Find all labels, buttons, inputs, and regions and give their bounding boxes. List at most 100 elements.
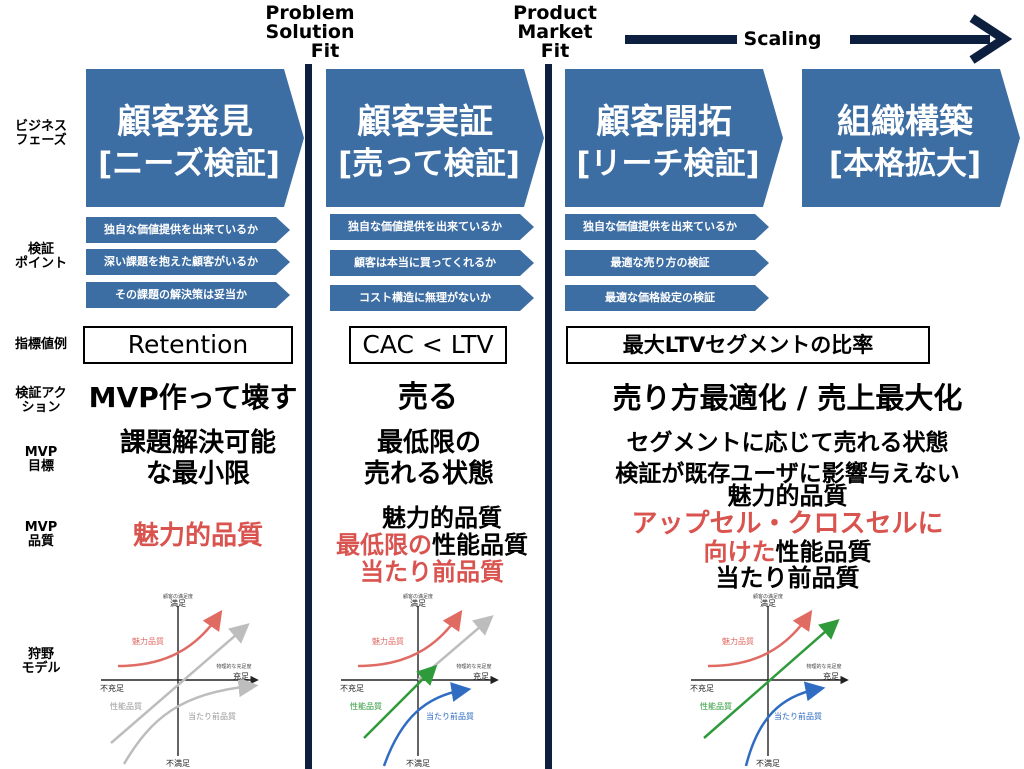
mvp-goal-1-line1: 課題解決可能 xyxy=(119,428,276,458)
mvp-quality-3-line4: 当たり前品質 xyxy=(715,564,860,592)
point-2-2-shape xyxy=(330,250,534,276)
point-2-1-shape xyxy=(330,214,534,240)
kano2-performance-upper xyxy=(417,615,494,681)
kano1-bottom: 不満足 xyxy=(166,759,190,768)
mvp-quality-2-line2-red: 最低限の xyxy=(336,531,432,559)
header-psf-line3: Fit xyxy=(310,40,340,62)
kano1-top: 満足 xyxy=(170,599,186,608)
kano2-top: 満足 xyxy=(410,599,426,608)
point-2-1-label: 独自な価値提供を出来ているか xyxy=(348,220,502,233)
point-1-2-label: 深い課題を抱えた顧客がいるか xyxy=(104,255,258,268)
rowlabel-phase-1: ビジネス xyxy=(14,119,67,134)
point-3-3-shape xyxy=(565,285,769,311)
kano2-mustbe-label: 当たり前品質 xyxy=(426,711,474,721)
action-3: 売り方最適化 / 売上最大化 xyxy=(612,381,963,415)
point-3-3-label: 最適な価格設定の検証 xyxy=(605,291,715,304)
phase-sub-1: [ニーズ検証] xyxy=(98,146,280,182)
rowlabel-points-1: 検証 xyxy=(27,242,54,257)
mvp-quality-1: 魅力的品質 xyxy=(132,521,263,551)
header-psf-line2: Solution xyxy=(265,21,355,43)
point-1-1-shape xyxy=(86,217,290,243)
scaling-arrow-right-bar xyxy=(850,35,990,44)
action-1: MVP作って壊す xyxy=(88,381,298,414)
kano3-attractive-label: 魅力品質 xyxy=(722,636,754,646)
rowlabel-points-2: ポイント xyxy=(14,256,67,271)
rowlabel-metric-1: 指標値例 xyxy=(14,337,67,352)
rowlabel-mvp-quality-2: 品質 xyxy=(27,534,54,549)
kano2-bottom: 不満足 xyxy=(406,759,430,768)
kano2-performance-line xyxy=(363,664,438,739)
kano1-attractive-curve xyxy=(117,609,223,668)
rowlabel-action-2: ション xyxy=(21,400,61,415)
rowlabel-phase-2: フェーズ xyxy=(15,133,67,148)
rowlabel-mvp-quality: MVP 品質 xyxy=(4,521,78,549)
mvp-quality-3-line1: 魅力的品質 xyxy=(727,482,848,510)
action-2: 売る xyxy=(398,380,458,415)
kano1-right-small: 物理的な充足度 xyxy=(216,663,251,670)
phase-chevron-2-shape xyxy=(326,69,544,207)
mvp-goal-3: セグメントに応じて売れる状態 検証が既存ユーザに影響与えない xyxy=(555,428,1020,490)
header-pmf: Product Market Fit xyxy=(500,4,610,61)
scaling-arrow-head xyxy=(969,14,1013,64)
mvp-quality-3-line3: 向けた性能品質 xyxy=(555,539,1020,565)
kano-diagram-3: 顧客の満足度 満足 物理的な充足度 充足 不充足 不満足 魅力品質 性能品質 当… xyxy=(690,593,849,768)
kano1-left: 不充足 xyxy=(100,683,124,693)
kano2-performance-label: 性能品質 xyxy=(350,701,382,711)
kano3-performance-line xyxy=(703,619,840,739)
phase-chevron-3: 顧客開拓 [リーチ検証] xyxy=(565,69,783,207)
mvp-goal-2: 最低限の 売れる状態 xyxy=(315,428,543,490)
phase-chevron-1: 顧客発見 [ニーズ検証] xyxy=(86,69,304,207)
point-2-2-label: 顧客は本当に買ってくれるか xyxy=(353,256,497,269)
kano3-top-small: 顧客の満足度 xyxy=(753,593,783,600)
header-pmf-line1: Product xyxy=(513,2,597,24)
mvp-goal-1: 課題解決可能 な最小限 xyxy=(92,428,304,490)
point-2-3-shape xyxy=(330,285,534,311)
mvp-quality-3-line3-red: 向けた xyxy=(703,538,776,566)
phase-title-1: 顧客発見 xyxy=(117,102,253,142)
divider-pmf xyxy=(545,64,552,769)
kano3-right: 充足 xyxy=(823,671,839,681)
header-psf: Problem Solution Fit xyxy=(255,4,365,61)
rowlabel-action: 検証アク ション xyxy=(4,387,78,415)
phase-chevron-1-shape xyxy=(86,69,304,207)
kano2-attractive-label: 魅力品質 xyxy=(372,636,404,646)
kano3-attractive-curve xyxy=(707,609,813,668)
kano2-left: 不充足 xyxy=(340,683,364,693)
header-psf-line1: Problem xyxy=(265,2,355,24)
point-3-1-label: 独自な価値提供を出来ているか xyxy=(583,220,737,233)
phase-sub-4: [本格拡大] xyxy=(828,146,982,182)
mvp-quality-3-line3-black: 性能品質 xyxy=(775,538,872,566)
mvp-goal-2-line2: 売れる状態 xyxy=(363,459,494,489)
kano1-performance-line xyxy=(110,623,250,744)
rowlabel-phase: ビジネス フェーズ xyxy=(4,120,78,148)
phase-title-3: 顧客開拓 xyxy=(596,102,732,142)
kano1-attractive-label: 魅力品質 xyxy=(132,636,164,646)
header-scaling: Scaling xyxy=(743,28,822,50)
kano2-top-small: 顧客の満足度 xyxy=(403,593,433,600)
scaling-arrow xyxy=(625,14,1013,64)
rowlabel-mvp-goal-1: MVP xyxy=(24,445,58,460)
header-pmf-line3: Fit xyxy=(540,40,570,62)
mvp-goal-3-line1: セグメントに応じて売れる状態 xyxy=(626,430,949,456)
kano3-mustbe-curve xyxy=(744,681,826,767)
rowlabel-mvp-quality-1: MVP xyxy=(24,520,58,535)
header-pmf-line2: Market xyxy=(517,21,593,43)
kano2-attractive-curve xyxy=(357,609,463,668)
point-1-3-label: その課題の解決策は妥当か xyxy=(115,288,247,301)
kano3-bottom: 不満足 xyxy=(756,759,780,768)
point-1-2-shape xyxy=(86,249,290,275)
rowlabel-mvp-goal: MVP 目標 xyxy=(4,446,78,474)
point-2-3-label: コスト構造に無理がないか xyxy=(359,291,491,304)
kano3-right-small: 物理的な充足度 xyxy=(806,663,841,670)
mvp-quality-2-line2-black: 性能品質 xyxy=(432,531,528,559)
rowlabel-mvp-goal-2: 目標 xyxy=(27,459,54,474)
point-3-2-label: 最適な売り方の検証 xyxy=(610,256,710,269)
point-1-3-shape xyxy=(86,282,290,308)
phase-chevron-3-shape xyxy=(565,69,783,207)
kano1-mustbe-label: 当たり前品質 xyxy=(188,711,236,721)
rowlabel-metric: 指標値例 xyxy=(4,338,78,352)
phase-sub-3: [リーチ検証] xyxy=(576,146,760,182)
kano1-performance-label: 性能品質 xyxy=(110,701,142,711)
mvp-quality-3: 魅力的品質 アップセル・クロスセルに 向けた性能品質 当たり前品質 xyxy=(555,483,1020,591)
mvp-quality-2: 魅力的品質 最低限の性能品質 当たり前品質 xyxy=(312,505,552,586)
